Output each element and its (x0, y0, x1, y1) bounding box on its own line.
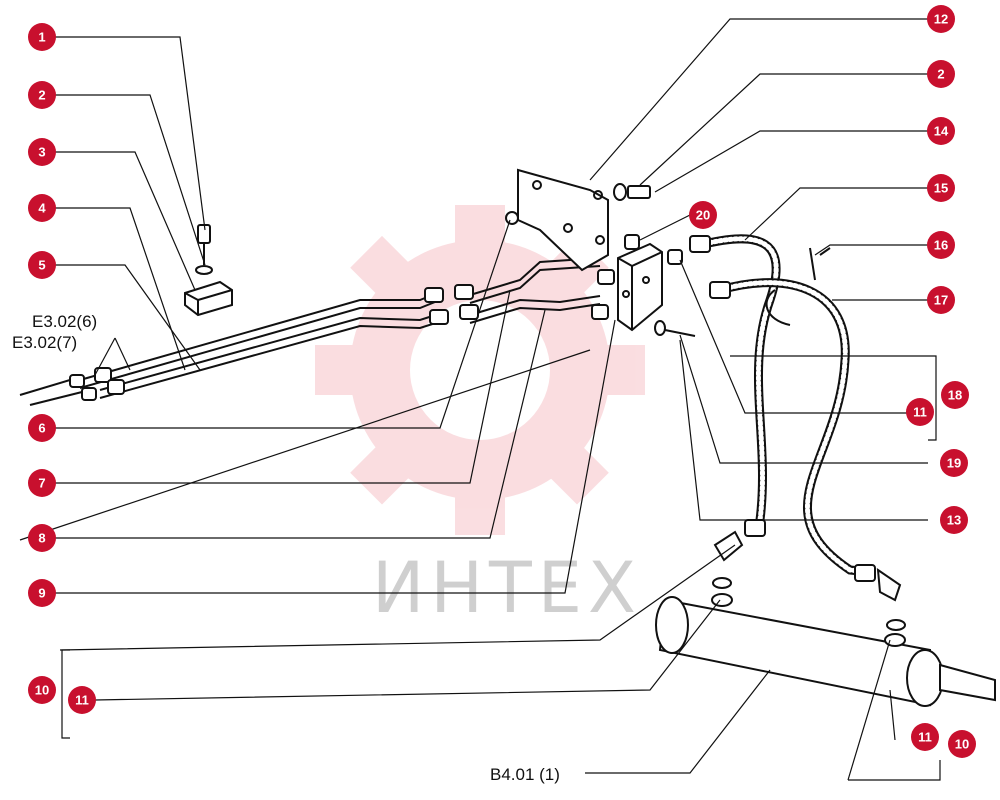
callout-label: 16 (934, 238, 948, 253)
callout-circle (28, 81, 56, 109)
hydraulic-hoses (689, 234, 902, 602)
callout-11: 11 (68, 686, 96, 714)
callout-9: 9 (28, 579, 56, 607)
callout-circle (906, 398, 934, 426)
callout-circle (28, 524, 56, 552)
mounting-bracket (505, 168, 609, 272)
callout-label: 1 (38, 30, 45, 45)
callout-10: 10 (948, 730, 976, 758)
callout-circle (28, 251, 56, 279)
callout-label: 4 (38, 201, 46, 216)
callout-label: 10 (955, 737, 969, 752)
callout-label: 7 (38, 476, 45, 491)
callout-circle (927, 60, 955, 88)
callout-15: 15 (927, 174, 955, 202)
callout-2: 2 (927, 60, 955, 88)
callout-label: 9 (38, 586, 45, 601)
callout-20: 20 (689, 201, 717, 229)
callout-circle (927, 174, 955, 202)
hydraulic-pipes (19, 257, 601, 406)
callout-4: 4 (28, 194, 56, 222)
callout-circle (911, 723, 939, 751)
callout-circle (68, 686, 96, 714)
callout-circle (689, 201, 717, 229)
callout-circle (28, 194, 56, 222)
callout-label: 15 (934, 181, 948, 196)
callout-10: 10 (28, 676, 56, 704)
callout-12: 12 (927, 5, 955, 33)
bolt-parts (184, 183, 696, 337)
callout-circle (927, 117, 955, 145)
callout-1: 1 (28, 23, 56, 51)
callout-3: 3 (28, 138, 56, 166)
callout-11: 11 (906, 398, 934, 426)
callout-circle (948, 730, 976, 758)
callout-2: 2 (28, 81, 56, 109)
callout-label: 11 (75, 693, 89, 708)
callout-label: 17 (934, 293, 948, 308)
callout-label: 20 (696, 208, 710, 223)
callout-label: 12 (934, 12, 948, 27)
reference-text: E3.02(6) (32, 312, 97, 331)
reference-text: B4.01 (1) (490, 765, 560, 784)
callout-circle (927, 286, 955, 314)
callout-label: 6 (38, 421, 45, 436)
callout-circle (940, 506, 968, 534)
hydraulic-cylinder (655, 577, 996, 707)
callout-14: 14 (927, 117, 955, 145)
callout-11: 11 (911, 723, 939, 751)
callout-13: 13 (940, 506, 968, 534)
callout-18: 18 (941, 381, 969, 409)
callout-circle (927, 231, 955, 259)
callout-circle (28, 414, 56, 442)
callout-16: 16 (927, 231, 955, 259)
leader-lines (19, 18, 941, 781)
valve-block (591, 234, 683, 332)
callout-label: 10 (35, 683, 49, 698)
callout-5: 5 (28, 251, 56, 279)
callout-label: 19 (947, 456, 961, 471)
callout-circle (941, 381, 969, 409)
callout-circle (28, 138, 56, 166)
callout-label: 14 (934, 124, 949, 139)
reference-text: E3.02(7) (12, 333, 77, 352)
callout-circle (28, 579, 56, 607)
callout-circle (28, 676, 56, 704)
callout-7: 7 (28, 469, 56, 497)
callout-label: 8 (38, 531, 45, 546)
callout-circle (28, 23, 56, 51)
callout-label: 5 (38, 258, 45, 273)
callout-label: 2 (38, 88, 45, 103)
callout-circle (28, 469, 56, 497)
callout-label: 11 (913, 405, 927, 420)
callout-label: 11 (918, 730, 932, 745)
callout-label: 18 (948, 388, 962, 403)
callout-circle (927, 5, 955, 33)
watermark-text: ИНТЕХ (372, 547, 642, 629)
callout-19: 19 (940, 449, 968, 477)
callout-label: 13 (947, 513, 961, 528)
callout-8: 8 (28, 524, 56, 552)
callout-label: 2 (937, 67, 944, 82)
callout-circle (940, 449, 968, 477)
watermark-gear-logo (315, 205, 645, 535)
callout-6: 6 (28, 414, 56, 442)
callout-17: 17 (927, 286, 955, 314)
callout-label: 3 (38, 145, 45, 160)
